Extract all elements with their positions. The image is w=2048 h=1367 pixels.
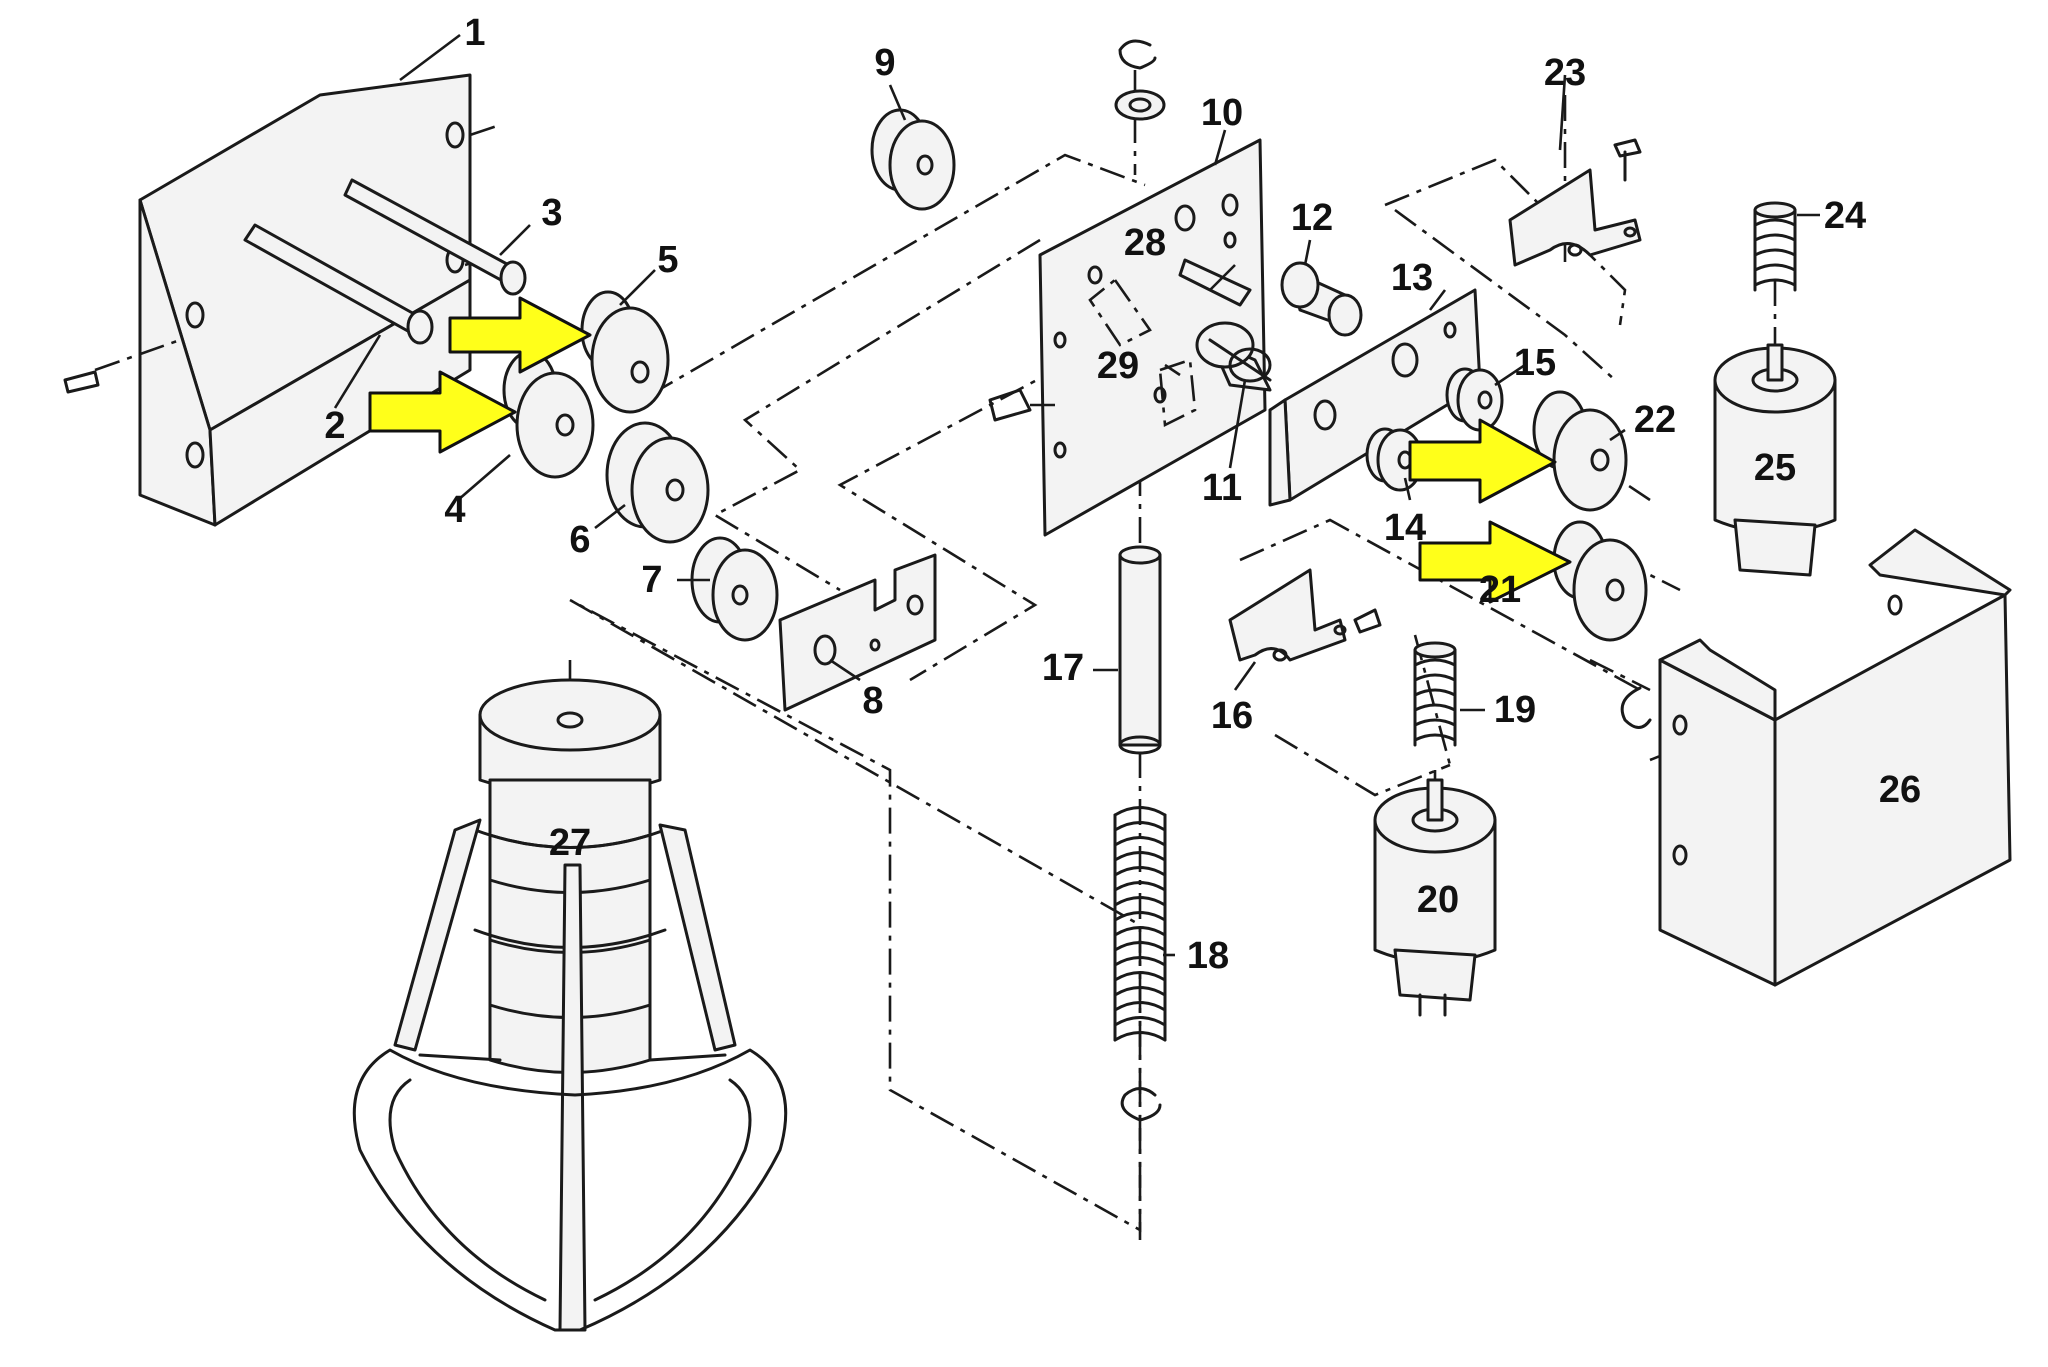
top-clip-washer: [1114, 39, 1166, 121]
part-25-motor: [1713, 343, 1837, 577]
part-23-bracket: [1508, 138, 1642, 267]
pulley-21: [1552, 520, 1648, 642]
part-19-spring: [1413, 641, 1457, 747]
part-18-spring: [1113, 806, 1167, 1122]
label-10: 10: [1201, 92, 1243, 134]
part-8-plate: [778, 553, 937, 712]
pulleys-right: [1532, 390, 1652, 729]
part-24-spring: [1753, 201, 1797, 292]
label-24: 24: [1824, 195, 1866, 237]
label-29: 29: [1097, 345, 1139, 387]
arrow-pulley-21: [1418, 520, 1572, 604]
label-18: 18: [1187, 935, 1229, 977]
label-2: 2: [324, 405, 345, 447]
arrow-pulley-5: [448, 296, 592, 374]
label-16: 16: [1211, 695, 1253, 737]
label-19: 19: [1494, 689, 1536, 731]
part-number-labels: 1 2 3 4 5 6 7 8 9 10 11 12 13 14 15 16 1…: [324, 12, 1921, 977]
label-13: 13: [1391, 257, 1433, 299]
label-5: 5: [657, 239, 678, 281]
arrow-pulley-4: [368, 370, 517, 454]
part-11-bearing: [1195, 321, 1272, 392]
highlight-arrows: [368, 296, 1572, 604]
part-16-bracket: [1228, 568, 1382, 662]
label-26: 26: [1879, 769, 1921, 811]
pulley-5: [580, 290, 670, 414]
part-1-left-bracket: [63, 73, 501, 527]
pulleys-left: [502, 108, 956, 642]
label-1: 1: [464, 12, 485, 54]
part-27-claw: [352, 678, 788, 1332]
pulley-7: [690, 536, 779, 642]
label-27: 27: [549, 822, 591, 864]
part-26-cover: [1658, 528, 2012, 987]
label-9: 9: [874, 42, 895, 84]
label-14: 14: [1384, 507, 1426, 549]
pulley-9: [870, 108, 956, 211]
part-2-3-rods: [243, 178, 527, 345]
label-6: 6: [569, 519, 590, 561]
arrow-pulley-22: [1408, 418, 1557, 504]
part-12-sleeve: [1280, 261, 1363, 337]
pulley-6: [605, 421, 710, 544]
label-7: 7: [641, 559, 662, 601]
pulley-22: [1532, 390, 1628, 512]
label-17: 17: [1042, 647, 1084, 689]
label-8: 8: [862, 680, 883, 722]
label-20: 20: [1417, 879, 1459, 921]
label-11: 11: [1202, 467, 1242, 509]
part-10-main-plate: [988, 138, 1267, 537]
label-4: 4: [444, 489, 465, 531]
label-3: 3: [541, 192, 562, 234]
label-15: 15: [1514, 342, 1556, 384]
leader-lines: [333, 33, 1820, 957]
part-20-motor: [1373, 778, 1497, 1017]
label-23: 23: [1544, 52, 1586, 94]
label-22: 22: [1634, 399, 1676, 441]
label-12: 12: [1291, 197, 1333, 239]
pulley-4: [502, 350, 595, 479]
part-17-tube: [1118, 545, 1162, 755]
label-21: 21: [1479, 569, 1521, 611]
label-28: 28: [1124, 222, 1166, 264]
label-25: 25: [1754, 447, 1796, 489]
